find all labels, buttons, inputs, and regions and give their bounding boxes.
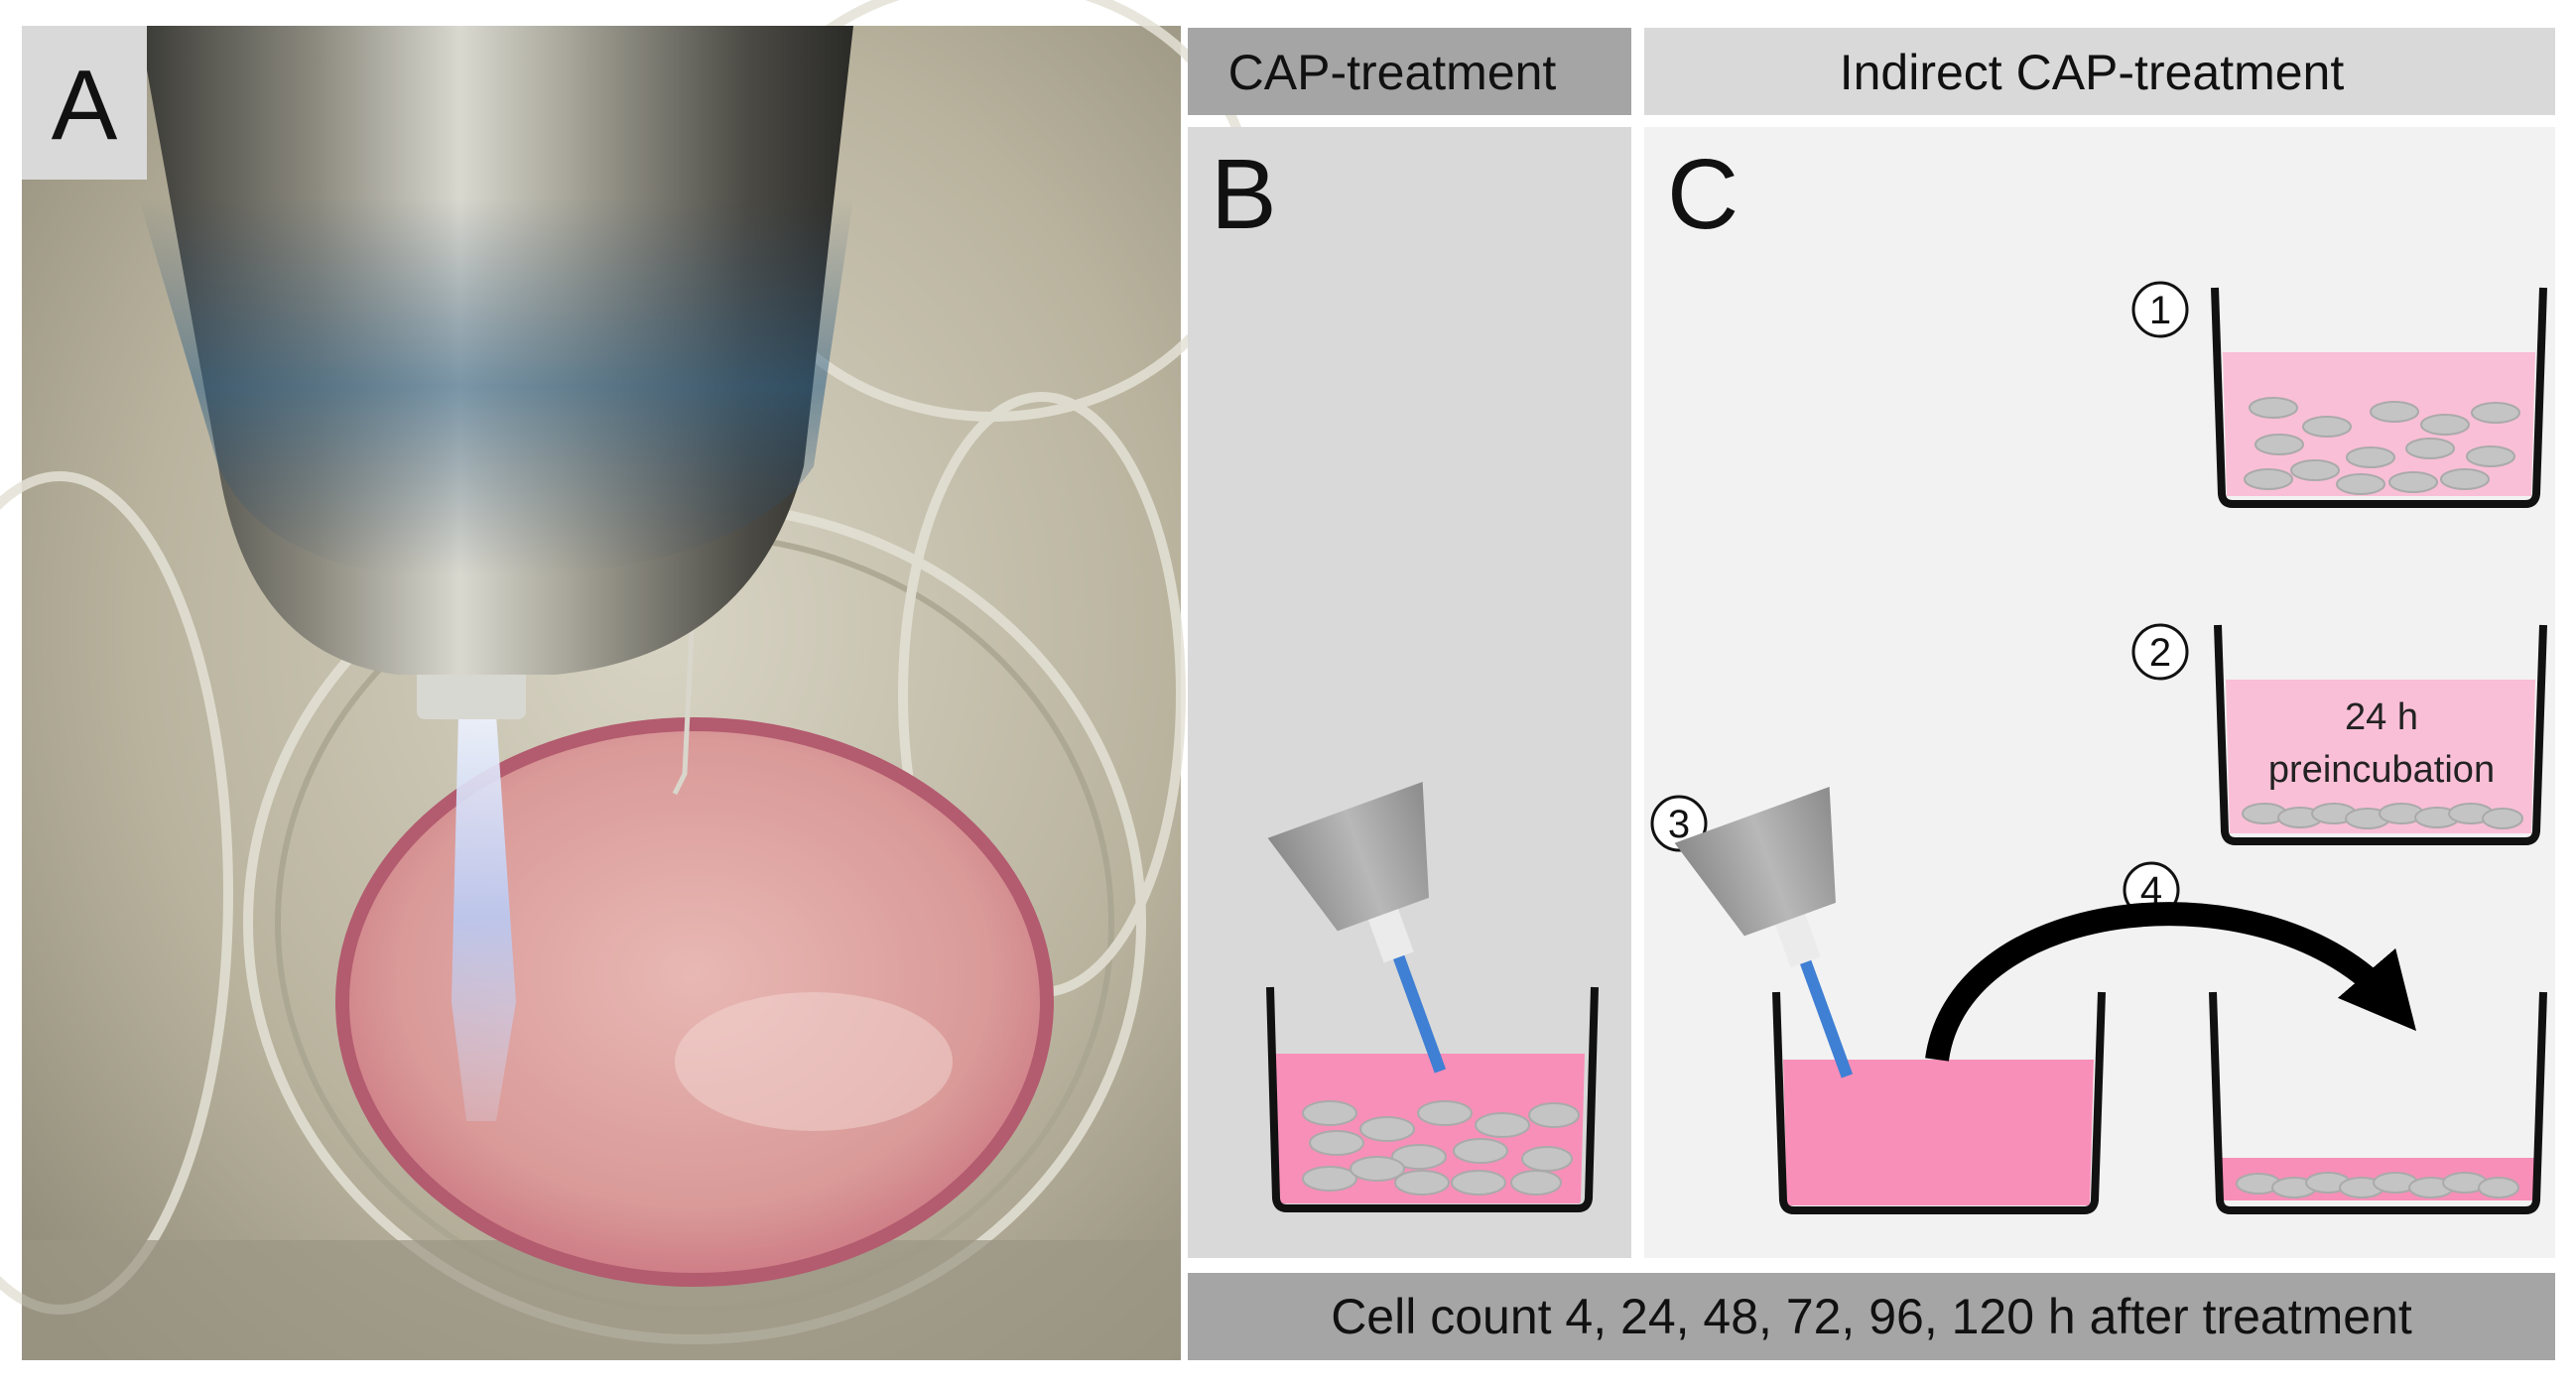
step-4-cells	[2236, 1172, 2519, 1198]
step-2-well	[2214, 624, 2547, 845]
panel-c-letter: C	[1667, 139, 1739, 250]
footer-text: Cell count 4, 24, 48, 72, 96, 120 h afte…	[1331, 1289, 2412, 1344]
dish-highlight	[675, 992, 953, 1131]
step-2-circle	[2131, 623, 2189, 681]
step-4-well-group	[2209, 991, 2547, 1214]
panel-b-jet-beam	[1390, 947, 1447, 1073]
plasma-plume	[451, 714, 516, 1121]
panel-b-plasma-device	[1267, 782, 1447, 1073]
step-1-cells	[2244, 397, 2520, 495]
footer-bar	[1188, 1273, 2555, 1360]
panel-b-nozzle	[1367, 907, 1414, 963]
step-2-number: 2	[2149, 631, 2171, 675]
dish-rim	[335, 717, 1054, 1287]
panel-a-letter: A	[52, 50, 118, 161]
panel-b-letter: B	[1211, 139, 1277, 250]
step-4-number: 4	[2140, 869, 2162, 913]
header-indirect-cap-treatment: Indirect CAP-treatment	[1840, 45, 2345, 100]
electrode-blue-reflection	[139, 198, 853, 575]
step-2-medium	[2226, 680, 2535, 833]
step-1-number: 1	[2149, 289, 2171, 332]
step-3-plasma-device	[1674, 787, 1854, 1078]
step-3-well-group: 3	[1650, 787, 2106, 1214]
step-1-well-group: 1	[2131, 281, 2547, 508]
step-3-well	[1772, 991, 2106, 1214]
step-1-medium	[2223, 352, 2535, 496]
step-1-circle	[2131, 281, 2189, 338]
panel-a-label-box	[22, 26, 147, 180]
step-3-medium	[1783, 1060, 2094, 1205]
step-2-cells	[2242, 803, 2523, 829]
step-3-nozzle-taper	[1674, 787, 1836, 937]
step-3-nozzle	[1774, 912, 1821, 968]
panel-c: C 1	[1644, 127, 2555, 1258]
panel-b-well	[1266, 986, 1599, 1212]
step-2-well-group: 2 24 h preincubation	[2131, 623, 2547, 845]
nozzle-tip	[417, 665, 526, 719]
preincubation-label-line2: preincubation	[2268, 749, 2495, 791]
panel-b: B	[1188, 127, 1631, 1258]
step-3-number: 3	[1668, 803, 1690, 846]
header-cap-treatment: CAP-treatment	[1228, 45, 1557, 100]
step-3-jet-beam	[1797, 952, 1854, 1078]
step-4-well	[2209, 991, 2547, 1214]
panel-b-nozzle-taper	[1267, 782, 1429, 932]
dish-medium	[342, 724, 1047, 1280]
preincubation-label-line1: 24 h	[2345, 696, 2418, 738]
panel-a-photo: A	[0, 0, 1255, 1360]
transfer-arrow	[1925, 902, 2417, 1062]
step-1-well	[2211, 287, 2547, 508]
header-cap-treatment-bar	[1188, 28, 1631, 115]
panel-b-cells	[1302, 1100, 1580, 1196]
header-indirect-bar	[1644, 28, 2555, 115]
